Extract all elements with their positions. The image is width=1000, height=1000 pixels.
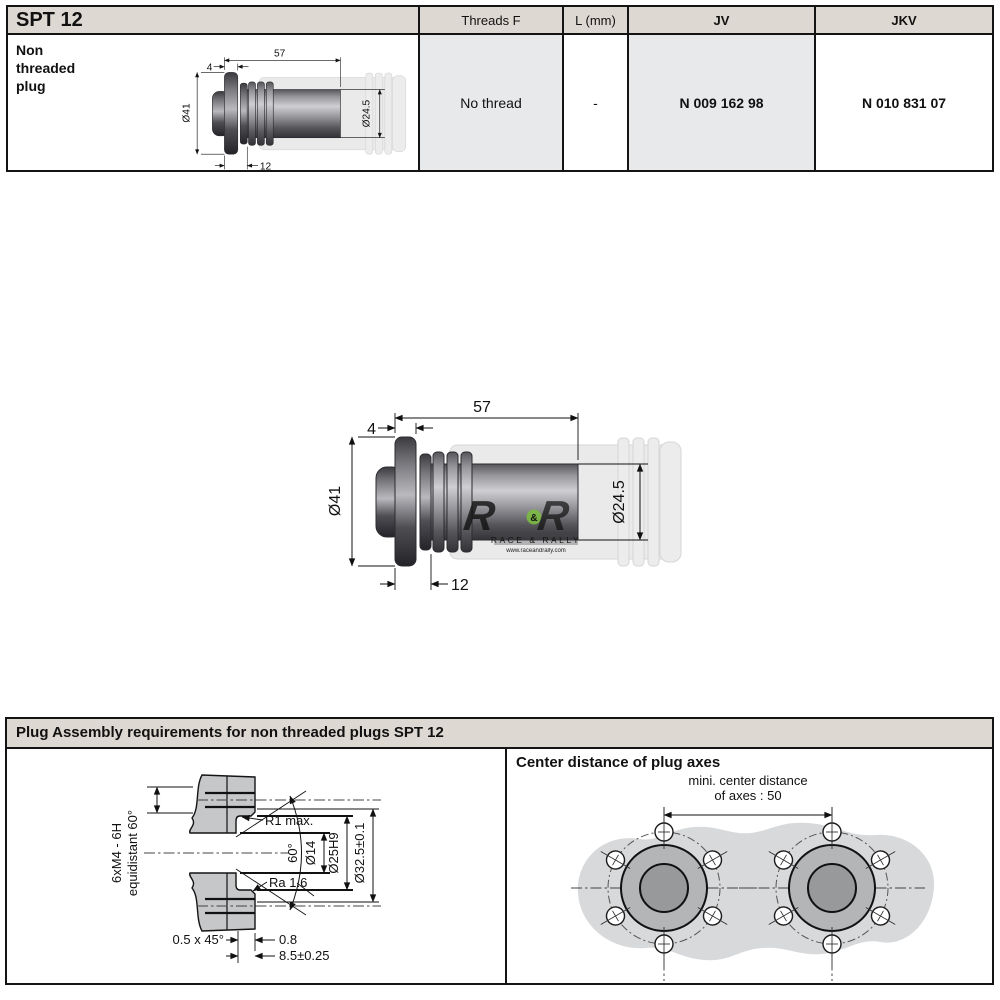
spec-table: SPT 12 Non threaded plug [6, 5, 994, 172]
header-length: L (mm) [564, 7, 627, 35]
assembly-box: Plug Assembly requirements for non threa… [5, 717, 994, 985]
header-threads: Threads F [420, 7, 562, 35]
center-distance-panel: Center distance of plug axes mini. cen [507, 749, 992, 983]
value-threads: No thread [420, 35, 562, 170]
column-length: L (mm) - [564, 7, 629, 170]
label-holes-2: equidistant 60° [125, 810, 140, 896]
label-holes-1: 6xM4 - 6H [109, 823, 124, 883]
dim-mount-depth: 12 [260, 161, 272, 172]
watermark-monogram-left: R [461, 492, 498, 539]
watermark-site: www.raceandrally.com [505, 548, 566, 554]
center-distance-drawing: mini. center distance of axes : 50 [571, 773, 935, 981]
plug-body [375, 436, 579, 567]
label-clearance: 0.8 [279, 932, 297, 947]
dim-flange-dia: Ø41 [327, 486, 344, 516]
center-dim-line2: of axes : 50 [714, 788, 781, 803]
dim-mount-depth: 12 [451, 577, 469, 594]
section-drawing: 60° 6xM4 - 6H equidistant 60° R1 max. Ra… [109, 774, 381, 963]
section-panel: 60° 6xM4 - 6H equidistant 60° R1 max. Ra… [7, 749, 507, 983]
dimensions: 57 4 Ø41 Ø24.5 12 [182, 49, 385, 172]
center-dim-line1: mini. center distance [688, 773, 807, 788]
assembly-title: Plug Assembly requirements for non threa… [7, 719, 992, 749]
section-bottom-piece [189, 872, 256, 932]
watermark: R & R RACE & RALLY www.raceandrally.com [461, 492, 581, 554]
label-depth: 8.5±0.25 [279, 948, 330, 963]
label-angle: 60° [285, 843, 300, 863]
plug-drawing-small: 57 4 Ø41 Ø24.5 12 [182, 49, 407, 172]
value-jv: N 009 162 98 [629, 35, 814, 170]
header-jkv: JKV [816, 7, 992, 35]
assembly-panels: 60° 6xM4 - 6H equidistant 60° R1 max. Ra… [7, 749, 992, 983]
plug-body [212, 72, 341, 155]
value-jkv: N 010 831 07 [861, 94, 947, 111]
plug-drawing-large: R & R RACE & RALLY www.raceandrally.com … [327, 399, 682, 594]
value-length: - [593, 94, 598, 111]
plug-face-right [739, 814, 925, 981]
center-distance-title: Center distance of plug axes [516, 754, 721, 771]
section-top-piece [189, 774, 256, 834]
label-dia14: Ø14 [303, 841, 318, 866]
label-dia32: Ø32.5±0.1 [352, 823, 367, 884]
product-code-header: SPT 12 [8, 7, 418, 35]
dim-flange-dia: Ø41 [182, 103, 193, 123]
column-jv: JV N 009 162 98 [629, 7, 816, 170]
dim-body-dia: Ø24.5 [362, 99, 373, 127]
watermark-name: RACE & RALLY [491, 535, 581, 545]
dim-body-dia: Ø24.5 [611, 480, 628, 524]
label-dia25: Ø25H9 [326, 832, 341, 873]
dim-length: 57 [473, 399, 491, 416]
plug-face-left [571, 814, 757, 981]
dim-length: 57 [274, 49, 286, 60]
product-type-label: Non threaded plug [16, 42, 76, 95]
dim-flange-thk: 4 [367, 421, 376, 438]
product-cell: SPT 12 Non threaded plug [8, 7, 420, 172]
column-jkv: JKV N 010 831 07 [816, 7, 992, 170]
label-chamfer: 0.5 x 45° [173, 932, 224, 947]
header-jv: JV [629, 7, 814, 35]
column-threads: Threads F No thread [420, 7, 564, 170]
label-roughness: Ra 1.6 [269, 875, 307, 890]
dimensions: 57 4 Ø41 Ø24.5 12 [327, 399, 648, 594]
watermark-monogram-right: R [535, 492, 572, 539]
tapped-holes [205, 791, 255, 915]
dim-flange-thk: 4 [207, 63, 213, 74]
watermark-monogram-amp: & [530, 513, 537, 524]
